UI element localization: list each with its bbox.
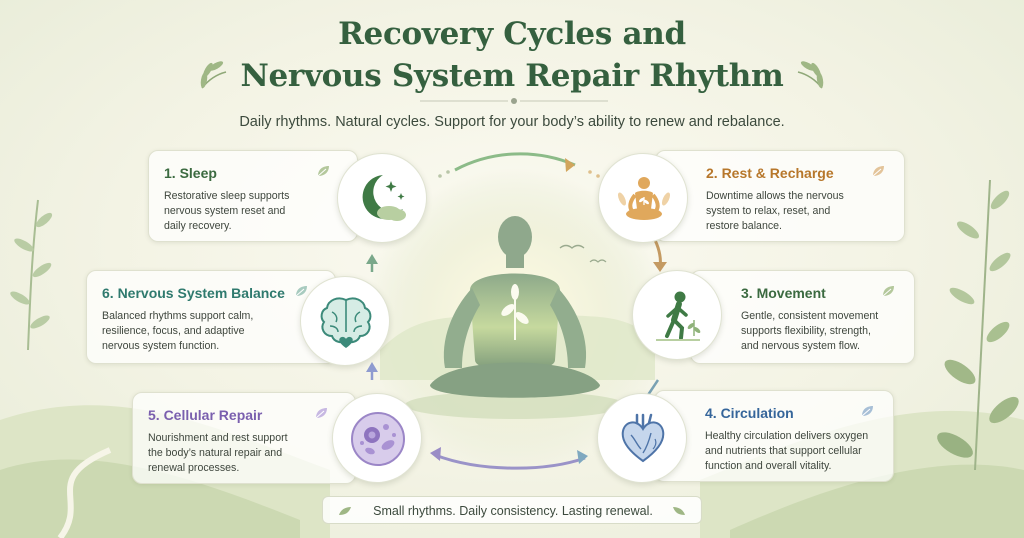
stage-card-sleep: 1. Sleep Restorative sleep supports nerv… bbox=[148, 150, 358, 242]
laurel-left-icon bbox=[200, 61, 227, 89]
title-line-1: Recovery Cycles and bbox=[338, 16, 686, 52]
leaf-icon bbox=[317, 166, 329, 177]
stage-description: Restorative sleep supports nervous syste… bbox=[164, 190, 290, 232]
stage-card-cellular-repair: 5. Cellular Repair Nourishment and rest … bbox=[132, 392, 356, 484]
stage-title: 3. Movement bbox=[741, 285, 826, 301]
sprout-icon bbox=[501, 284, 529, 340]
leaf-icon bbox=[882, 286, 894, 297]
stage-title: 6. Nervous System Balance bbox=[102, 285, 285, 301]
stage-card-movement: 3. Movement Gentle, consistent movement … bbox=[690, 270, 915, 364]
stage-card-circulation: 4. Circulation Healthy circulation deliv… bbox=[654, 390, 894, 482]
stage-title: 4. Circulation bbox=[705, 405, 794, 421]
footer-banner: Small rhythms. Daily consistency. Lastin… bbox=[322, 496, 702, 524]
stage-card-nervous-system-balance: 6. Nervous System Balance Balanced rhyth… bbox=[86, 270, 336, 364]
stage-description: Healthy circulation delivers oxygen and … bbox=[705, 430, 869, 472]
stage-title: 5. Cellular Repair bbox=[148, 407, 263, 423]
leaf-icon bbox=[339, 507, 351, 515]
heart-icon bbox=[621, 413, 665, 463]
meditating-figure-silhouette bbox=[430, 216, 600, 398]
stage-card-rest-recharge: 2. Rest & Recharge Downtime allows the n… bbox=[655, 150, 905, 242]
subtitle: Daily rhythms. Natural cycles. Support f… bbox=[239, 114, 785, 130]
balance-icon-circle bbox=[300, 276, 390, 366]
footer-text: Small rhythms. Daily consistency. Lastin… bbox=[373, 504, 653, 518]
moon-stars-icon bbox=[362, 175, 406, 221]
rest-icon-circle bbox=[598, 153, 688, 243]
walking-figure-icon bbox=[656, 291, 701, 341]
title-line-2: Nervous System Repair Rhythm bbox=[240, 58, 784, 94]
leaf-icon bbox=[673, 507, 685, 515]
leaf-icon bbox=[872, 166, 884, 177]
laurel-right-icon bbox=[797, 61, 824, 89]
leaf-icon bbox=[295, 286, 307, 297]
stage-description: Gentle, consistent movement supports fle… bbox=[741, 310, 879, 352]
cellular-icon-circle bbox=[332, 393, 422, 483]
stage-title: 2. Rest & Recharge bbox=[706, 165, 834, 181]
leaf-icon bbox=[315, 408, 327, 419]
stage-description: Nourishment and rest support the body’s … bbox=[148, 432, 288, 474]
brain-icon bbox=[320, 297, 372, 348]
stage-description: Balanced rhythms support calm, resilienc… bbox=[102, 310, 254, 352]
sleep-icon-circle bbox=[337, 153, 427, 243]
stage-description: Downtime allows the nervous system to re… bbox=[706, 190, 844, 232]
circulation-icon-circle bbox=[597, 393, 687, 483]
leaf-icon bbox=[861, 406, 873, 417]
meditating-figure-icon bbox=[617, 177, 671, 220]
movement-icon-circle bbox=[632, 270, 722, 360]
cells-icon bbox=[351, 412, 405, 466]
stage-title: 1. Sleep bbox=[164, 165, 217, 181]
